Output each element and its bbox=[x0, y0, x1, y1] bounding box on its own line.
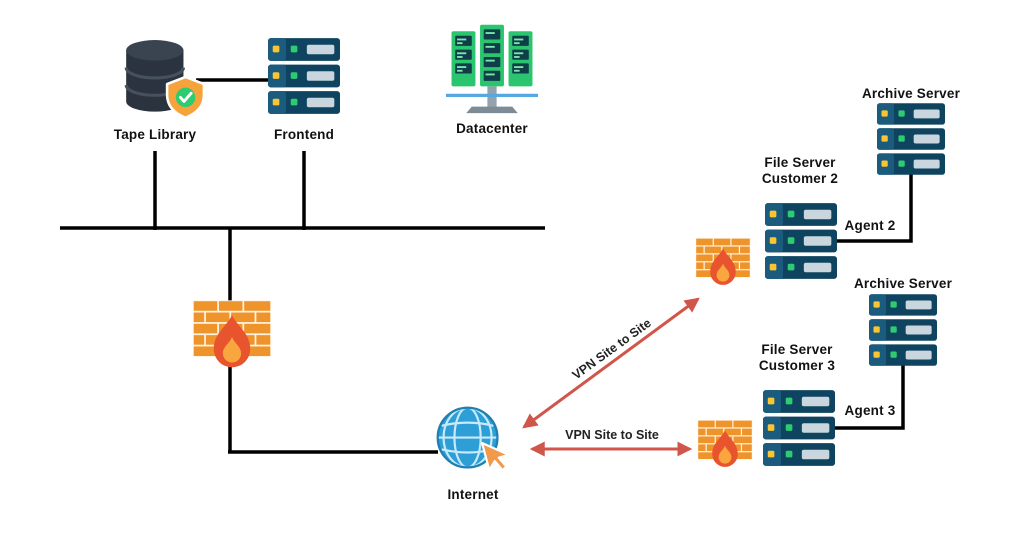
frontend-label: Frontend bbox=[273, 127, 335, 142]
archive-server-customer-2-icon bbox=[877, 103, 945, 175]
vpn-arrow-top bbox=[522, 297, 700, 429]
archive-server-customer-3-label: Archive Server bbox=[853, 276, 953, 291]
firewall-icon-customer-2 bbox=[695, 235, 751, 291]
agent-3-link bbox=[835, 362, 905, 430]
file-server-customer-3-label: File Server Customer 3 bbox=[758, 342, 836, 373]
frontend-server-icon bbox=[268, 38, 340, 114]
file-server-customer-3-icon bbox=[763, 390, 835, 466]
tape-library-label: Tape Library bbox=[113, 127, 197, 142]
internet-globe-icon bbox=[435, 405, 511, 481]
agent-3-label: Agent 3 bbox=[844, 403, 896, 418]
file-server-customer-2-icon bbox=[765, 203, 837, 279]
file-server-customer-2-label: File Server Customer 2 bbox=[761, 155, 839, 186]
internet-label: Internet bbox=[447, 487, 499, 502]
datacenter-icon bbox=[446, 20, 538, 116]
datacenter-label: Datacenter bbox=[456, 121, 528, 136]
agent-2-label: Agent 2 bbox=[844, 218, 896, 233]
vpn-site-to-site-bottom-label: VPN Site to Site bbox=[565, 428, 659, 442]
archive-server-customer-2-label: Archive Server bbox=[861, 86, 961, 101]
tape-library-icon bbox=[122, 38, 204, 126]
firewall-icon-main bbox=[192, 296, 272, 376]
vpn-arrows bbox=[522, 297, 700, 457]
archive-server-customer-3-icon bbox=[869, 294, 937, 366]
firewall-icon-customer-3 bbox=[697, 417, 753, 473]
agent-2-link bbox=[837, 171, 913, 243]
